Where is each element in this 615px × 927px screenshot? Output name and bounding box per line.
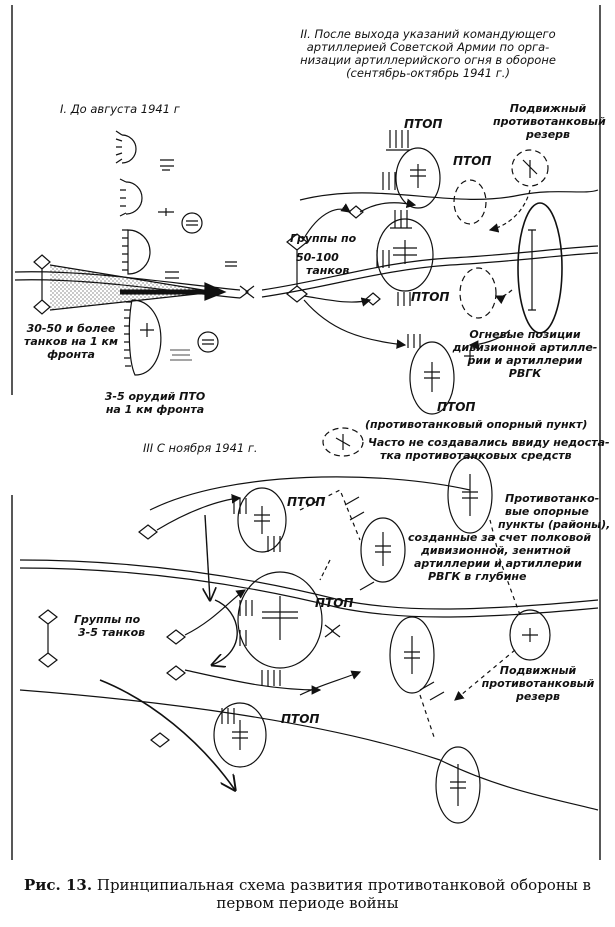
section-2-title-line4: (сентябрь-октябрь 1941 г.)	[346, 66, 510, 80]
label-ptop-5: ПТОП	[287, 495, 326, 509]
label-fire-positions-line2: дивизионной артилле-	[452, 341, 598, 354]
label-tanks-30-50-line3: фронта	[47, 348, 95, 361]
section-3-drawing	[19, 427, 599, 824]
label-often-not-created-line1: Часто не создавались ввиду недоста-	[368, 436, 610, 449]
label-fire-positions-line3: рии и артиллерии	[467, 354, 583, 367]
label-groups-3-5: Группы по 3-5 танков	[74, 613, 145, 639]
label-guns-3-5: 3-5 орудий ПТО на 1 км фронта	[90, 390, 220, 416]
label-strongpoints-line5: дивизионной, зенитной	[421, 544, 571, 557]
caption-line1: Рис. 13. Принципиальная схема развития п…	[0, 876, 615, 894]
label-mobile-reserve-bottom-line1: Подвижный	[499, 664, 577, 677]
label-strongpoints-line6: артиллерии и артиллерии	[414, 557, 582, 570]
label-ptop-1: ПТОП	[404, 117, 443, 131]
label-mobile-reserve-top-line1: Подвижный	[509, 102, 587, 115]
section-3-title: III С ноября 1941 г.	[143, 441, 258, 455]
label-tanks-30-50-line1: 30-50 и более	[26, 322, 116, 335]
label-groups-3-5-line2: 3-5 танков	[78, 626, 146, 639]
label-mobile-reserve-bottom-line3: резерв	[515, 690, 561, 703]
label-groups-50-100-line2: 50-100	[296, 251, 339, 264]
label-ptop-definition: (противотанковый опорный пункт)	[365, 418, 588, 431]
label-ptop-3: ПТОП	[411, 290, 450, 304]
label-strongpoints-line4: созданные за счет полковой	[408, 531, 592, 544]
label-tanks-30-50: 30-50 и более танков на 1 км фронта	[16, 322, 126, 361]
label-mobile-reserve-top: Подвижный противотанковый резерв	[493, 102, 606, 141]
label-ptop-6: ПТОП	[315, 596, 354, 610]
label-groups-50-100-line3: танков	[306, 264, 350, 277]
section-2-title-line3: низации артиллерийского огня в обороне	[300, 53, 556, 67]
label-groups-3-5-line1: Группы по	[74, 613, 141, 626]
label-strongpoints-line3: пункты (районы),	[498, 518, 611, 531]
label-mobile-reserve-bottom-line2: противотанковый	[481, 677, 595, 690]
label-strongpoints-line1: Противотанко-	[505, 492, 600, 505]
caption-text-line1: Принципиальная схема развития противотан…	[96, 876, 591, 894]
label-often-not-created: Часто не создавались ввиду недоста- тка …	[368, 436, 610, 462]
section-2-drawing	[261, 130, 599, 415]
label-guns-3-5-line2: на 1 км фронта	[105, 403, 205, 416]
section-1-title: I. До августа 1941 г	[60, 102, 180, 116]
label-groups-50-100: Группы по 50-100 танков	[290, 232, 370, 277]
label-guns-3-5-line1: 3-5 орудий ПТО	[104, 390, 206, 403]
label-mobile-reserve-bottom: Подвижный противотанковый резерв	[478, 664, 598, 703]
label-strongpoints-line7: РВГК в глубине	[428, 570, 527, 583]
label-ptop-2: ПТОП	[453, 154, 492, 168]
label-fire-positions-line4: РВГК	[508, 367, 542, 380]
section-2-title-line2: артиллерией Советской Армии по орга-	[306, 40, 550, 54]
label-mobile-reserve-top-line2: противотанковый	[493, 115, 606, 128]
label-strongpoints: Противотанко- вые опорные пункты (районы…	[398, 492, 611, 583]
label-strongpoints-line2: вые опорные	[505, 505, 589, 518]
section-2-title: II. После выхода указаний командующего а…	[268, 28, 588, 80]
figure-caption: Рис. 13. Принципиальная схема развития п…	[0, 876, 615, 912]
label-groups-50-100-line1: Группы по	[290, 232, 357, 245]
label-tanks-30-50-line2: танков на 1 км	[23, 335, 118, 348]
section-1-drawing	[14, 130, 255, 376]
section-2-title-line1: II. После выхода указаний командующего	[300, 27, 556, 41]
label-ptop-4: ПТОП	[437, 400, 476, 414]
label-ptop-7: ПТОП	[281, 712, 320, 726]
label-fire-positions: Огневые позиции дивизионной артилле- рии…	[450, 328, 600, 380]
caption-text-line2: первом периоде войны	[216, 894, 399, 912]
label-mobile-reserve-top-line3: резерв	[525, 128, 571, 141]
caption-number: Рис. 13.	[24, 876, 93, 894]
label-fire-positions-line1: Огневые позиции	[469, 328, 581, 341]
label-often-not-created-line2: тка противотанковых средств	[380, 449, 572, 462]
